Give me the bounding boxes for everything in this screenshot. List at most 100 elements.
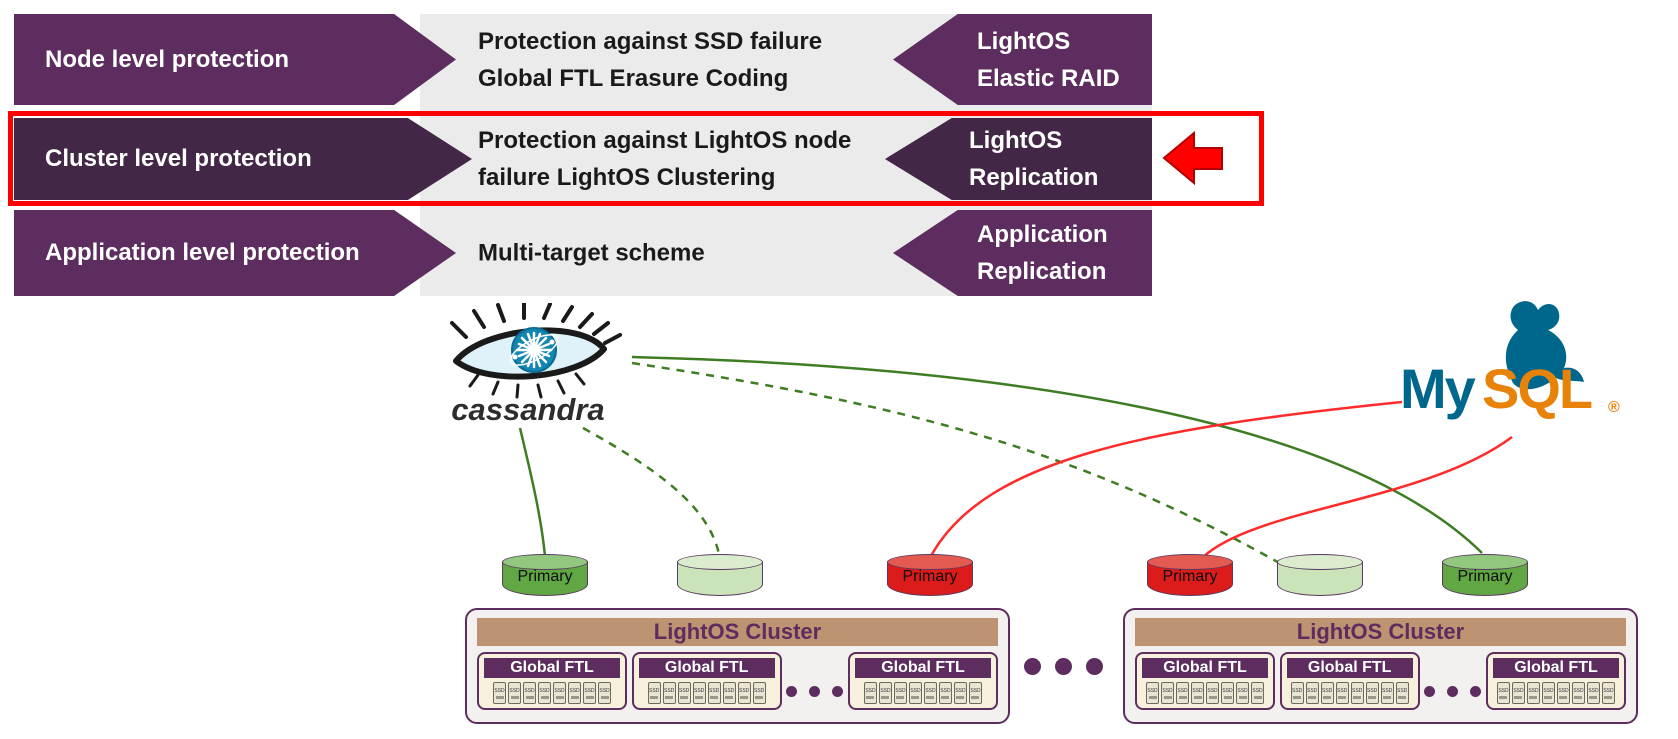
global-ftl-label: Global FTL: [854, 658, 991, 678]
ssd-icon: SSD: [863, 682, 877, 704]
mysql-wordmark-my: My: [1400, 357, 1476, 420]
ssd-icon: SSD: [553, 682, 566, 704]
mechanism-line: LightOS: [977, 27, 1071, 55]
ssd-icon: SSD: [722, 682, 736, 704]
ssd-icon: SSD: [1290, 682, 1304, 704]
ssd-icon: SSD: [1541, 682, 1555, 704]
cassandra-wordmark: cassandra: [451, 392, 604, 427]
cluster-ellipsis-dot: [1055, 658, 1072, 675]
ssd-icon: SSD: [1161, 682, 1174, 704]
ssd-icon: SSD: [677, 682, 691, 704]
cylinder-top: [502, 554, 588, 570]
mechanism-line: Replication: [969, 164, 1099, 191]
protection-row-application: Application level protection Multi-targe…: [0, 210, 1678, 296]
ssd-icon: SSD: [1320, 682, 1334, 704]
ssd-icon: SSD: [968, 682, 982, 704]
ssd-icon: SSD: [1571, 682, 1585, 704]
ssd-icon: SSD: [707, 682, 721, 704]
volume-cylinder-primary: Primary: [502, 554, 588, 596]
ssd-icon: SSD: [1556, 682, 1570, 704]
mechanism-line: Replication: [977, 258, 1107, 285]
ssd-icon: SSD: [1176, 682, 1189, 704]
volume-label: Primary: [1162, 568, 1218, 585]
description-line: Protection against LightOS node: [478, 127, 852, 154]
cassandra-to-volume1-line: [518, 427, 547, 557]
cassandra-to-volume5-line: [631, 361, 1284, 567]
ssd-icon: SSD: [893, 682, 907, 704]
description-line: failure LightOS Clustering: [478, 164, 776, 191]
description-line: Protection against SSD failure: [478, 27, 823, 55]
volume-label: Primary: [902, 568, 958, 585]
ssd-icon: SSD: [1251, 682, 1264, 704]
ssd-icon: SSD: [953, 682, 967, 704]
ssd-icon: SSD: [923, 682, 937, 704]
ssd-icon: SSD: [1146, 682, 1159, 704]
mysql-to-volume4-line: [1202, 435, 1513, 558]
ssd-icon: SSD: [1380, 682, 1394, 704]
cassandra-to-volume2-line: [582, 426, 721, 555]
level-arrow: Cluster level protection: [14, 118, 472, 200]
description-text: Multi-target scheme: [478, 235, 705, 272]
cluster-title: LightOS Cluster: [477, 618, 998, 646]
ssd-icon: SSD: [938, 682, 952, 704]
global-ftl-label: Global FTL: [638, 658, 775, 678]
cluster-title: LightOS Cluster: [1135, 618, 1626, 646]
protection-row-cluster: Cluster level protection Protection agai…: [0, 118, 1678, 200]
node-ellipsis-dot: [786, 685, 798, 697]
ssd-icon: SSD: [1335, 682, 1349, 704]
ssd-icon: SSD: [1221, 682, 1234, 704]
node-ellipsis: [1424, 685, 1482, 697]
volume-label: Primary: [517, 568, 573, 585]
ssd-icon: SSD: [1526, 682, 1540, 704]
global-ftl-label: Global FTL: [1142, 658, 1268, 678]
description-text: Protection against SSD failure Global FT…: [478, 23, 822, 97]
cluster-ellipsis: [1024, 658, 1103, 675]
cylinder-top: [1442, 554, 1528, 570]
ssd-icon: SSD: [598, 682, 611, 704]
level-arrow: Application level protection: [14, 210, 456, 296]
node-ellipsis-dot: [1447, 685, 1459, 697]
ssd-icon: SSD: [737, 682, 751, 704]
description-line: Global FTL Erasure Coding: [478, 64, 789, 92]
cluster-ellipsis-dot: [1024, 658, 1041, 675]
cassandra-to-volume6-line: [631, 355, 1483, 554]
mechanism-line: Application: [977, 221, 1108, 248]
volume-label: Primary: [1457, 568, 1513, 585]
mysql-registered-mark: ®: [1608, 399, 1620, 416]
mechanism-line: Elastic RAID: [977, 64, 1120, 92]
ssd-icon: SSD: [493, 682, 506, 704]
ssd-icon: SSD: [1496, 682, 1510, 704]
volume-cylinder-replica: [1277, 554, 1363, 596]
volume-cylinder-replica: [677, 554, 763, 596]
mysql-dolphin-icon: [1505, 301, 1584, 390]
volume-cylinder-primary: Primary: [1147, 554, 1233, 596]
cluster-ellipsis-dot: [1086, 658, 1103, 675]
cylinder-top: [887, 554, 973, 570]
cassandra-logo: cassandra: [450, 303, 622, 427]
ssd-icon: SSD: [1350, 682, 1364, 704]
ssd-icon: SSD: [583, 682, 596, 704]
ssd-icon: SSD: [1191, 682, 1204, 704]
ssd-icon: SSD: [1206, 682, 1219, 704]
protection-row-node: Node level protection Protection against…: [0, 14, 1678, 105]
ssd-icon: SSD: [647, 682, 661, 704]
ssd-icon: SSD: [1586, 682, 1600, 704]
mechanism-arrow: LightOS Elastic RAID: [893, 14, 1152, 105]
mechanism-line: LightOS: [969, 127, 1063, 154]
ssd-icon: SSD: [878, 682, 892, 704]
node-ellipsis-dot: [832, 685, 844, 697]
